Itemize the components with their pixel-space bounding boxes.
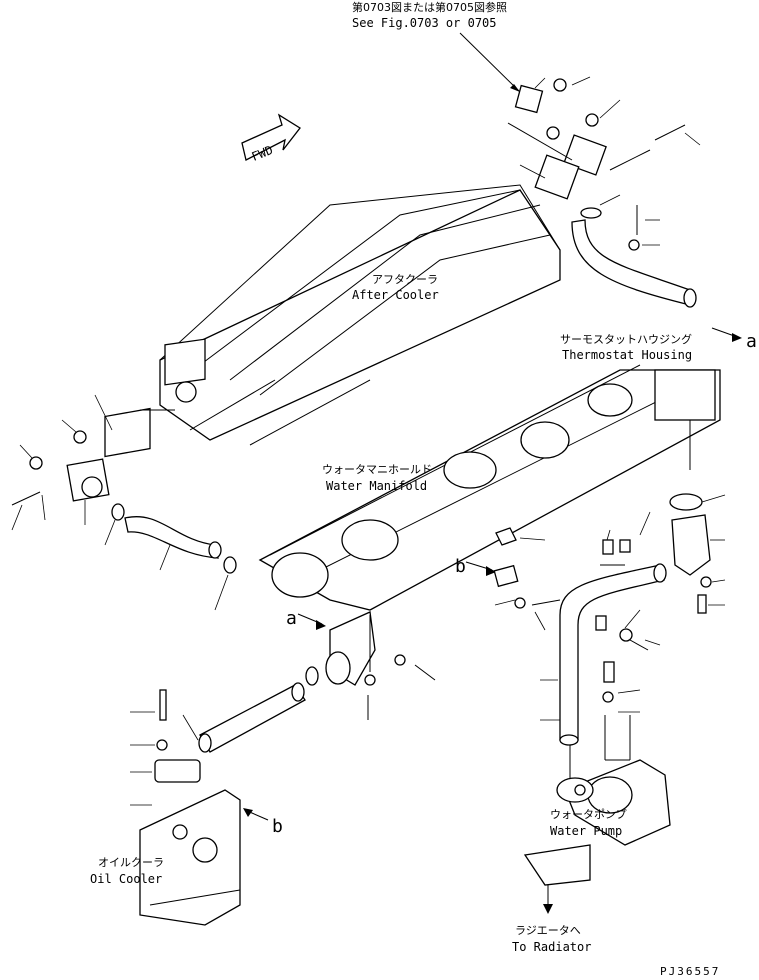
- drawing-code: PJ36557: [660, 965, 720, 978]
- thermostat-label-en: Thermostat Housing: [562, 348, 692, 362]
- connector-a-left-arrow: [316, 620, 326, 630]
- oil-cooler-label-jp: オイルクーラ: [98, 856, 164, 869]
- water-manifold-label-jp: ウォータマニホールド: [322, 463, 432, 476]
- leaders-upper-right: [519, 76, 701, 246]
- oil-cooler-label-en: Oil Cooler: [90, 872, 162, 886]
- header-leader: [459, 32, 521, 93]
- pump-piping: [493, 527, 667, 780]
- connector-a-right: a: [746, 331, 757, 352]
- water-pump: [556, 759, 671, 846]
- radiator-label-jp: ラジエータへ: [515, 924, 581, 937]
- fwd-arrow: FWD: [241, 113, 301, 164]
- leaders-oil-cooler: [130, 711, 199, 806]
- header-leader-arrow: [510, 84, 520, 92]
- thermostat-label-jp: サーモスタットハウジング: [560, 332, 692, 346]
- leaders-left: [11, 394, 229, 611]
- radiator-outlet: [523, 844, 591, 914]
- oil-cooler: [139, 689, 241, 926]
- after-cooler-label-jp: アフタクーラ: [372, 273, 438, 286]
- header-note-en: See Fig.0703 or 0705: [352, 16, 497, 30]
- upper-right-fittings: [507, 78, 697, 308]
- radiator-label-en: To Radiator: [512, 940, 591, 954]
- header-note-jp: 第0703図または第0705図参照: [352, 0, 507, 14]
- left-fittings: [11, 407, 237, 574]
- connector-a-left: a: [286, 608, 297, 629]
- water-pump-label-en: Water Pump: [550, 824, 622, 838]
- connector-b-upper: b: [455, 556, 466, 577]
- water-manifold-label-en: Water Manifold: [326, 479, 427, 493]
- connector-b-upper-arrow: [486, 566, 496, 576]
- thermostat-fittings: [669, 493, 712, 614]
- lower-left-pipe: [198, 611, 436, 753]
- leaders-right: [494, 494, 726, 721]
- connector-a-right-arrow: [732, 333, 742, 342]
- connector-b-lower: b: [272, 816, 283, 837]
- water-pump-label-jp: ウォータポンプ: [550, 808, 627, 821]
- connector-b-lower-arrow: [243, 808, 253, 817]
- after-cooler: [159, 184, 561, 446]
- after-cooler-label-en: After Cooler: [352, 288, 439, 302]
- water-manifold: [258, 364, 721, 611]
